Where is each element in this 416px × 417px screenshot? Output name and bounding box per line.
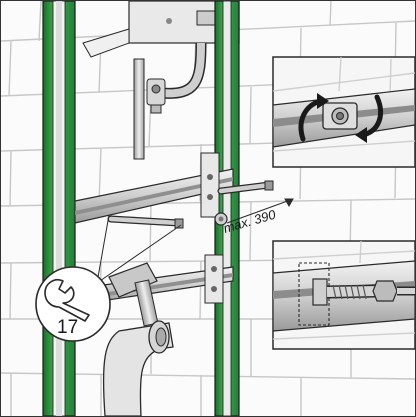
flush-pipe bbox=[133, 42, 207, 160]
dimension-line bbox=[226, 198, 294, 224]
wrench-size-label: 17 bbox=[57, 317, 78, 338]
threaded-rod-upper bbox=[217, 180, 274, 195]
water-connection-fitting bbox=[146, 78, 166, 114]
zoom-panel-rod-fixing bbox=[272, 240, 415, 350]
wall-nut bbox=[214, 212, 228, 226]
wrench-icon bbox=[44, 278, 90, 322]
zoom-panel-adjustment bbox=[272, 56, 415, 168]
threaded-rod-lower bbox=[107, 215, 184, 229]
drain-bend-pipe bbox=[102, 320, 174, 416]
lower-mounting-rail bbox=[74, 254, 234, 306]
drain-connector bbox=[108, 262, 159, 327]
frame-upright-left bbox=[42, 1, 76, 416]
rotate-arrows-icon bbox=[298, 93, 383, 143]
upper-mounting-rail bbox=[74, 152, 234, 224]
frame-upright-right bbox=[214, 1, 240, 416]
